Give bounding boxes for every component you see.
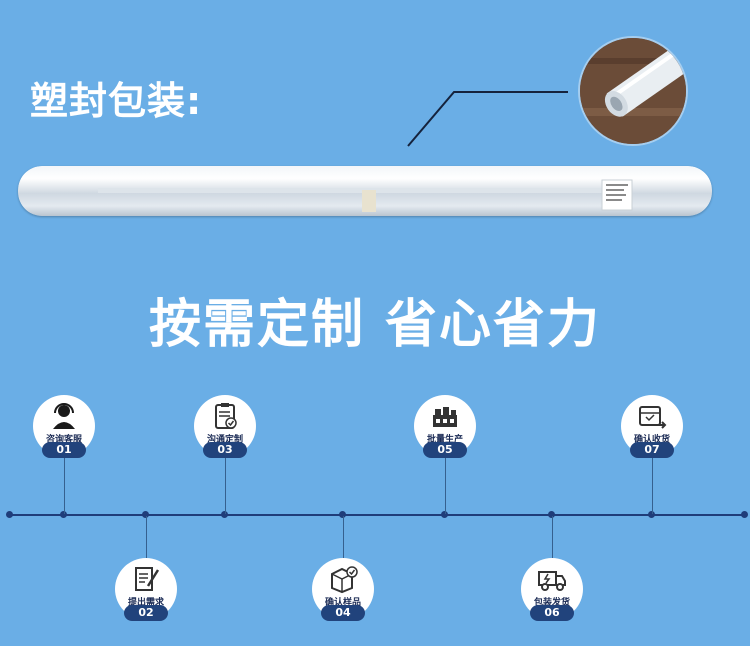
step-number-badge: 01 <box>42 442 86 458</box>
step-07: 确认收货 07 <box>621 395 683 458</box>
step-label: 批量生产 <box>426 435 463 445</box>
step-number-badge: 07 <box>630 442 674 458</box>
timeline-dot <box>339 511 346 518</box>
step-number-badge: 03 <box>203 442 247 458</box>
timeline-stem <box>445 458 446 514</box>
box-check-icon <box>331 566 358 594</box>
step-number-badge: 05 <box>423 442 467 458</box>
clipboard-check-icon <box>215 403 237 429</box>
factory-icon <box>433 407 457 427</box>
timeline-dot <box>548 511 555 518</box>
step-label: 确认样品 <box>324 598 361 608</box>
timeline-dot <box>142 511 149 518</box>
step-label: 确认收货 <box>633 435 670 445</box>
step-label: 咨询客服 <box>45 435 82 445</box>
slogan: 按需定制 省心省力 <box>148 295 602 355</box>
step-number-badge: 04 <box>321 605 365 621</box>
timeline-dot <box>441 511 448 518</box>
step-03: 沟通定制 03 <box>194 395 256 458</box>
truck-icon <box>538 571 566 591</box>
timeline-stem <box>552 516 553 558</box>
timeline-dot <box>60 511 67 518</box>
callout-line <box>407 91 568 147</box>
step-04: 确认样品 04 <box>312 558 374 621</box>
step-number-badge: 02 <box>124 605 168 621</box>
timeline-stem <box>146 516 147 558</box>
step-01: 咨询客服 01 <box>33 395 95 458</box>
timeline-stem <box>652 458 653 514</box>
timeline-dot <box>6 511 13 518</box>
shrink-wrap-roll-image <box>18 166 712 216</box>
document-pen-icon <box>135 567 160 591</box>
timeline-stem <box>343 516 344 558</box>
customer-service-icon <box>53 403 75 429</box>
product-closeup-photo <box>580 38 686 144</box>
step-label: 包装发货 <box>533 598 570 608</box>
step-06: 包装发货 06 <box>521 558 583 621</box>
timeline-dot <box>648 511 655 518</box>
timeline-dot <box>221 511 228 518</box>
step-05: 批量生产 05 <box>414 395 476 458</box>
step-02: 提出需求 02 <box>115 558 177 621</box>
step-label: 沟通定制 <box>206 435 243 445</box>
step-label: 提出需求 <box>127 598 164 608</box>
timeline-stem <box>225 458 226 514</box>
page-title: 塑封包装: <box>30 79 203 123</box>
process-timeline <box>8 514 746 516</box>
timeline-dot <box>741 511 748 518</box>
step-number-badge: 06 <box>530 605 574 621</box>
package-arrow-icon <box>639 406 667 429</box>
timeline-stem <box>64 458 65 514</box>
